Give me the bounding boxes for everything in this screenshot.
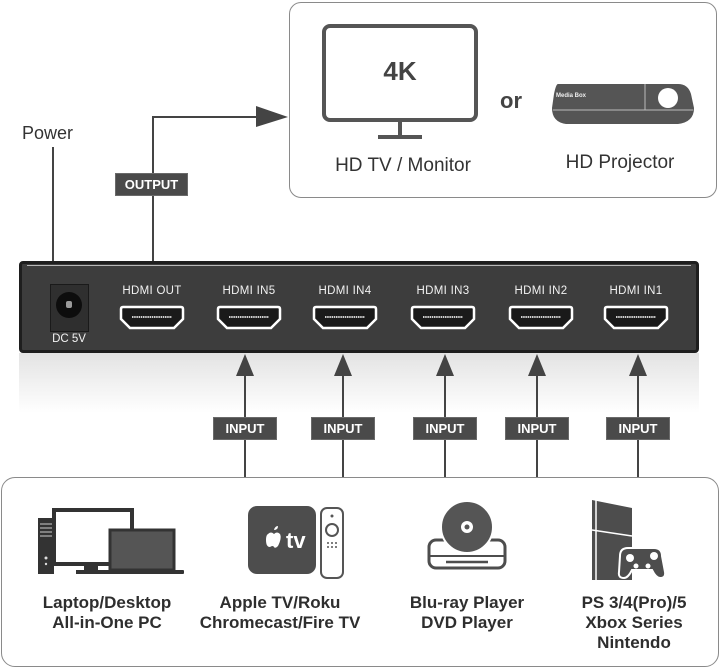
tv-monitor-icon bbox=[322, 24, 478, 139]
power-label: Power bbox=[22, 123, 74, 143]
device-reflection bbox=[19, 353, 699, 413]
source-label-line: Laptop/Desktop bbox=[42, 593, 172, 612]
source-label-line: Xbox Series bbox=[585, 613, 683, 632]
input-tag: INPUT bbox=[213, 417, 277, 440]
svg-text:tv: tv bbox=[286, 528, 306, 553]
disc-player-icon bbox=[427, 500, 507, 570]
hdmi-port-label: HDMI IN1 bbox=[609, 285, 663, 297]
projector-label: HD Projector bbox=[565, 152, 675, 173]
hdmi-port-label: HDMI OUT bbox=[122, 285, 182, 297]
hdmi-port-label: HDMI IN5 bbox=[222, 285, 276, 297]
input-arrow-icon bbox=[436, 354, 454, 376]
source-label-disc: Blu-ray Player DVD Player bbox=[372, 593, 562, 633]
hdmi-in-port[interactable] bbox=[602, 305, 670, 331]
source-label-line: DVD Player bbox=[421, 613, 513, 632]
hdmi-in-port[interactable] bbox=[507, 305, 575, 331]
source-label-line: PS 3/4(Pro)/5 bbox=[581, 593, 687, 612]
output-line-horizontal bbox=[152, 116, 262, 118]
tv-4k-text: 4K bbox=[383, 56, 417, 86]
source-label-line: Chromecast/Fire TV bbox=[199, 613, 361, 632]
input-arrow-icon bbox=[528, 354, 546, 376]
input-tag: INPUT bbox=[311, 417, 375, 440]
source-label-console: PS 3/4(Pro)/5 Xbox Series Nintendo bbox=[544, 593, 720, 653]
input-arrow-icon bbox=[334, 354, 352, 376]
dc-pin-icon bbox=[66, 301, 72, 308]
projector-icon bbox=[552, 84, 694, 124]
source-label-computer: Laptop/Desktop All-in-One PC bbox=[12, 593, 202, 633]
hdmi-out-port[interactable] bbox=[118, 305, 186, 331]
input-tag: INPUT bbox=[505, 417, 569, 440]
hdmi-port-label: HDMI IN4 bbox=[318, 285, 372, 297]
source-label-line: Apple TV/Roku bbox=[219, 593, 341, 612]
source-label-line: Nintendo bbox=[597, 633, 671, 652]
hdmi-in-port[interactable] bbox=[215, 305, 283, 331]
tv-monitor-label: HD TV / Monitor bbox=[335, 155, 471, 176]
hdmi-port-label: HDMI IN2 bbox=[514, 285, 568, 297]
power-line bbox=[52, 147, 54, 263]
hdmi-in-port[interactable] bbox=[409, 305, 477, 331]
projector-badge-text: Media Box bbox=[556, 93, 587, 99]
game-console-icon bbox=[591, 500, 667, 580]
output-arrow-icon bbox=[256, 106, 288, 127]
apple-tv-icon: tv bbox=[248, 506, 344, 579]
hdmi-in-port[interactable] bbox=[311, 305, 379, 331]
computer-icon bbox=[38, 508, 184, 574]
input-arrow-icon bbox=[629, 354, 647, 376]
output-tag: OUTPUT bbox=[115, 173, 188, 196]
input-tag: INPUT bbox=[606, 417, 670, 440]
or-separator: or bbox=[500, 88, 522, 113]
source-label-streaming: Apple TV/Roku Chromecast/Fire TV bbox=[190, 593, 370, 633]
hdmi-port-label: HDMI IN3 bbox=[416, 285, 470, 297]
source-label-line: Blu-ray Player bbox=[409, 593, 525, 612]
input-tag: INPUT bbox=[413, 417, 477, 440]
source-label-line: All-in-One PC bbox=[52, 613, 162, 632]
input-arrow-icon bbox=[236, 354, 254, 376]
dc-port-label: DC 5V bbox=[52, 333, 86, 345]
